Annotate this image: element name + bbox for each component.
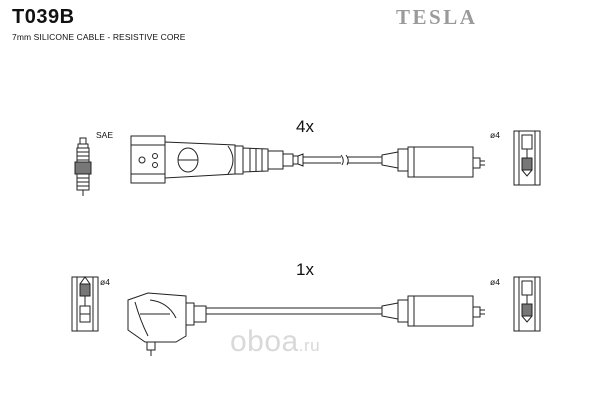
bottom-left-terminal-diameter-label: ø4 [100,277,110,287]
watermark-text: oboa [230,325,299,358]
watermark-suffix: .ru [298,336,321,355]
spark-plug-label: SAE [96,130,114,140]
watermark: oboa.ru [230,325,320,359]
bottom-left-terminal-icon [72,277,98,331]
brand-logo: TESLA [396,5,478,29]
spark-plug-icon [75,138,91,196]
top-lead-cable [303,155,382,165]
top-lead-quantity: 4x [296,117,314,136]
top-lead-distributor-boot [382,147,485,177]
bottom-lead-distributor-boot [382,296,485,326]
part-number: T039B [12,6,75,28]
cable-description: 7mm SILICONE CABLE - RESISTIVE CORE [12,32,186,42]
top-right-terminal-icon [514,131,540,185]
bottom-lead-quantity: 1x [296,260,314,279]
top-terminal-diameter-label: ø4 [490,130,500,140]
bottom-right-terminal-icon [514,277,540,331]
bottom-right-terminal-diameter-label: ø4 [490,277,500,287]
bottom-lead-angled-boot [128,293,206,356]
top-lead-plug-boot [131,136,303,183]
bottom-lead-cable [206,308,382,314]
